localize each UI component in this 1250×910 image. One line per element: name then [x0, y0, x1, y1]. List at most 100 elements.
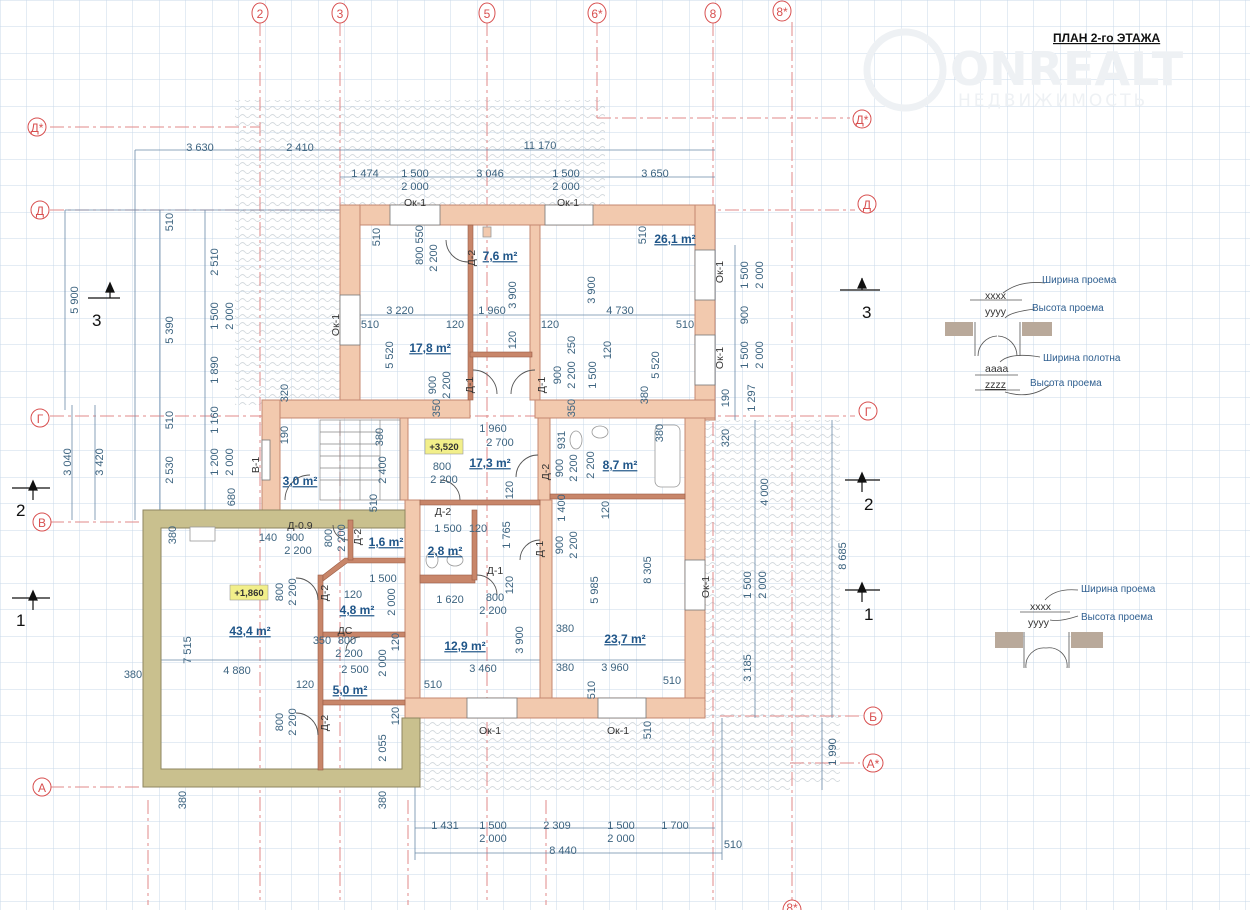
- dimension-label: 350: [431, 399, 443, 417]
- dimension-label: 2 000: [552, 181, 580, 193]
- dimension-label: 2 200: [441, 371, 453, 399]
- dimension-label: 2 700: [486, 437, 514, 449]
- dimension-label: 3 420: [94, 448, 106, 476]
- toilet-2: [425, 551, 439, 569]
- axis-markers: 2 3 5 6* 8 8* 8* Д* Д* Д Д Г Г В Б А А*: [27, 0, 884, 910]
- dimension-label: 2 200: [335, 648, 363, 660]
- svg-text:Г: Г: [37, 412, 44, 426]
- svg-text:Ширина проема: Ширина проема: [1081, 584, 1156, 595]
- dimension-label: 510: [164, 213, 176, 231]
- dimension-label: 3 040: [62, 448, 74, 476]
- axis-marker-d-left: Д: [30, 200, 50, 220]
- dimension-label: 4 730: [606, 305, 634, 317]
- dimension-label: 1 990: [827, 738, 839, 766]
- dimension-label: 2 200: [287, 708, 299, 736]
- dimension-label: 1 500: [739, 341, 751, 369]
- room-area-label: 8,7 m²: [603, 458, 638, 472]
- dimension-label: 380: [377, 791, 389, 809]
- dimension-label: 380: [124, 669, 142, 681]
- svg-text:Г: Г: [865, 405, 872, 419]
- dimension-label: 320: [279, 384, 291, 402]
- dimension-label: 1 765: [501, 521, 513, 549]
- dimension-label: 931: [556, 431, 568, 449]
- bathtub: [654, 424, 681, 488]
- dimension-label: 2 200: [585, 451, 597, 479]
- dimension-label: 380: [556, 662, 574, 674]
- dimension-label: 2 200: [430, 474, 458, 486]
- dimension-label: 1 500: [479, 820, 507, 832]
- svg-text:5: 5: [484, 7, 491, 21]
- dimension-label: 1 890: [209, 356, 221, 384]
- dimension-label: 510: [424, 679, 442, 691]
- room-area-label: 43,4 m²: [229, 624, 270, 638]
- door-label: Д-1: [534, 541, 546, 558]
- axis-marker-2: 2: [251, 2, 269, 24]
- dimension-label: 3 900: [507, 281, 519, 309]
- room-area-label: 7,6 m²: [483, 249, 518, 263]
- svg-text:Д*: Д*: [856, 113, 869, 127]
- svg-text:В: В: [38, 516, 46, 530]
- dimension-label: 120: [507, 331, 519, 349]
- dimension-label: 510: [676, 319, 694, 331]
- door-label: Д-0.9: [287, 520, 312, 532]
- dimension-label: 900: [554, 536, 566, 554]
- room-area-label: 26,1 m²: [654, 232, 695, 246]
- dimension-label: 1 500: [587, 361, 599, 389]
- dimension-label: 1 297: [746, 384, 758, 412]
- dimension-label: 5 390: [164, 316, 176, 344]
- dimension-label: 5 520: [384, 341, 396, 369]
- door-legend-casing: xxxx yyyy aaaa zzzz Ширина проема Высота…: [945, 275, 1121, 396]
- fixtures: [189, 226, 681, 569]
- door-label: Д-2: [466, 250, 478, 267]
- axis-marker-d-right: Д: [857, 194, 877, 214]
- dimension-label: 2 000: [386, 588, 398, 616]
- svg-text:yyyy: yyyy: [1028, 617, 1050, 629]
- dimension-label: 3 046: [476, 168, 504, 180]
- door-label: Д-2: [435, 506, 452, 518]
- dimension-label: 140: [259, 532, 277, 544]
- door-legend-simple: xxxx yyyy Ширина проема Высота проема: [995, 584, 1156, 669]
- svg-text:1: 1: [864, 605, 873, 624]
- axis-marker-b: Б: [863, 706, 883, 726]
- dimension-label: 8 305: [642, 556, 654, 584]
- dimension-label: 380: [639, 386, 651, 404]
- dimension-label: 2 200: [287, 578, 299, 606]
- dimension-label: 380: [654, 424, 666, 442]
- dimension-label: 510: [371, 228, 383, 246]
- dimension-label: 2 200: [479, 605, 507, 617]
- dimension-label: 4 000: [759, 478, 771, 506]
- room-area-label: 3,0 m²: [283, 474, 318, 488]
- dimension-label: 510: [361, 319, 379, 331]
- dimension-label: 800: [433, 461, 451, 473]
- dimension-label: 8 440: [549, 845, 577, 857]
- dimension-label: 2 500: [341, 664, 369, 676]
- dimension-label: 1 620: [436, 594, 464, 606]
- svg-text:3: 3: [862, 303, 871, 322]
- room-area-label: 17,3 m²: [469, 456, 510, 470]
- door-label: Д-2: [319, 585, 331, 602]
- dimension-label: 3 900: [586, 276, 598, 304]
- dimension-label: 510: [164, 411, 176, 429]
- svg-text:8: 8: [710, 7, 717, 21]
- room-area-label: 12,9 m²: [444, 639, 485, 653]
- dimension-label: 120: [600, 501, 612, 519]
- dimension-label: 3 185: [742, 654, 754, 682]
- axis-marker-6star: 6*: [587, 2, 607, 24]
- svg-text:xxxx: xxxx: [985, 290, 1007, 302]
- axis-marker-v: В: [32, 512, 52, 532]
- svg-text:Высота проема: Высота проема: [1081, 612, 1153, 623]
- svg-text:Д: Д: [36, 204, 44, 218]
- dimension-label: 3 220: [386, 305, 414, 317]
- windows: [261, 204, 716, 719]
- watermark: ONREALT НЕДВИЖИМОСТЬ: [863, 28, 1184, 112]
- svg-text:+1,860: +1,860: [234, 588, 263, 599]
- balcony-door-label: В-1: [250, 457, 262, 474]
- dimension-label: 800: [323, 529, 335, 547]
- dimension-label: 2 000: [224, 302, 236, 330]
- dimension-label: 900: [427, 376, 439, 394]
- dimension-label: 190: [720, 389, 732, 407]
- door-swings: [284, 239, 541, 736]
